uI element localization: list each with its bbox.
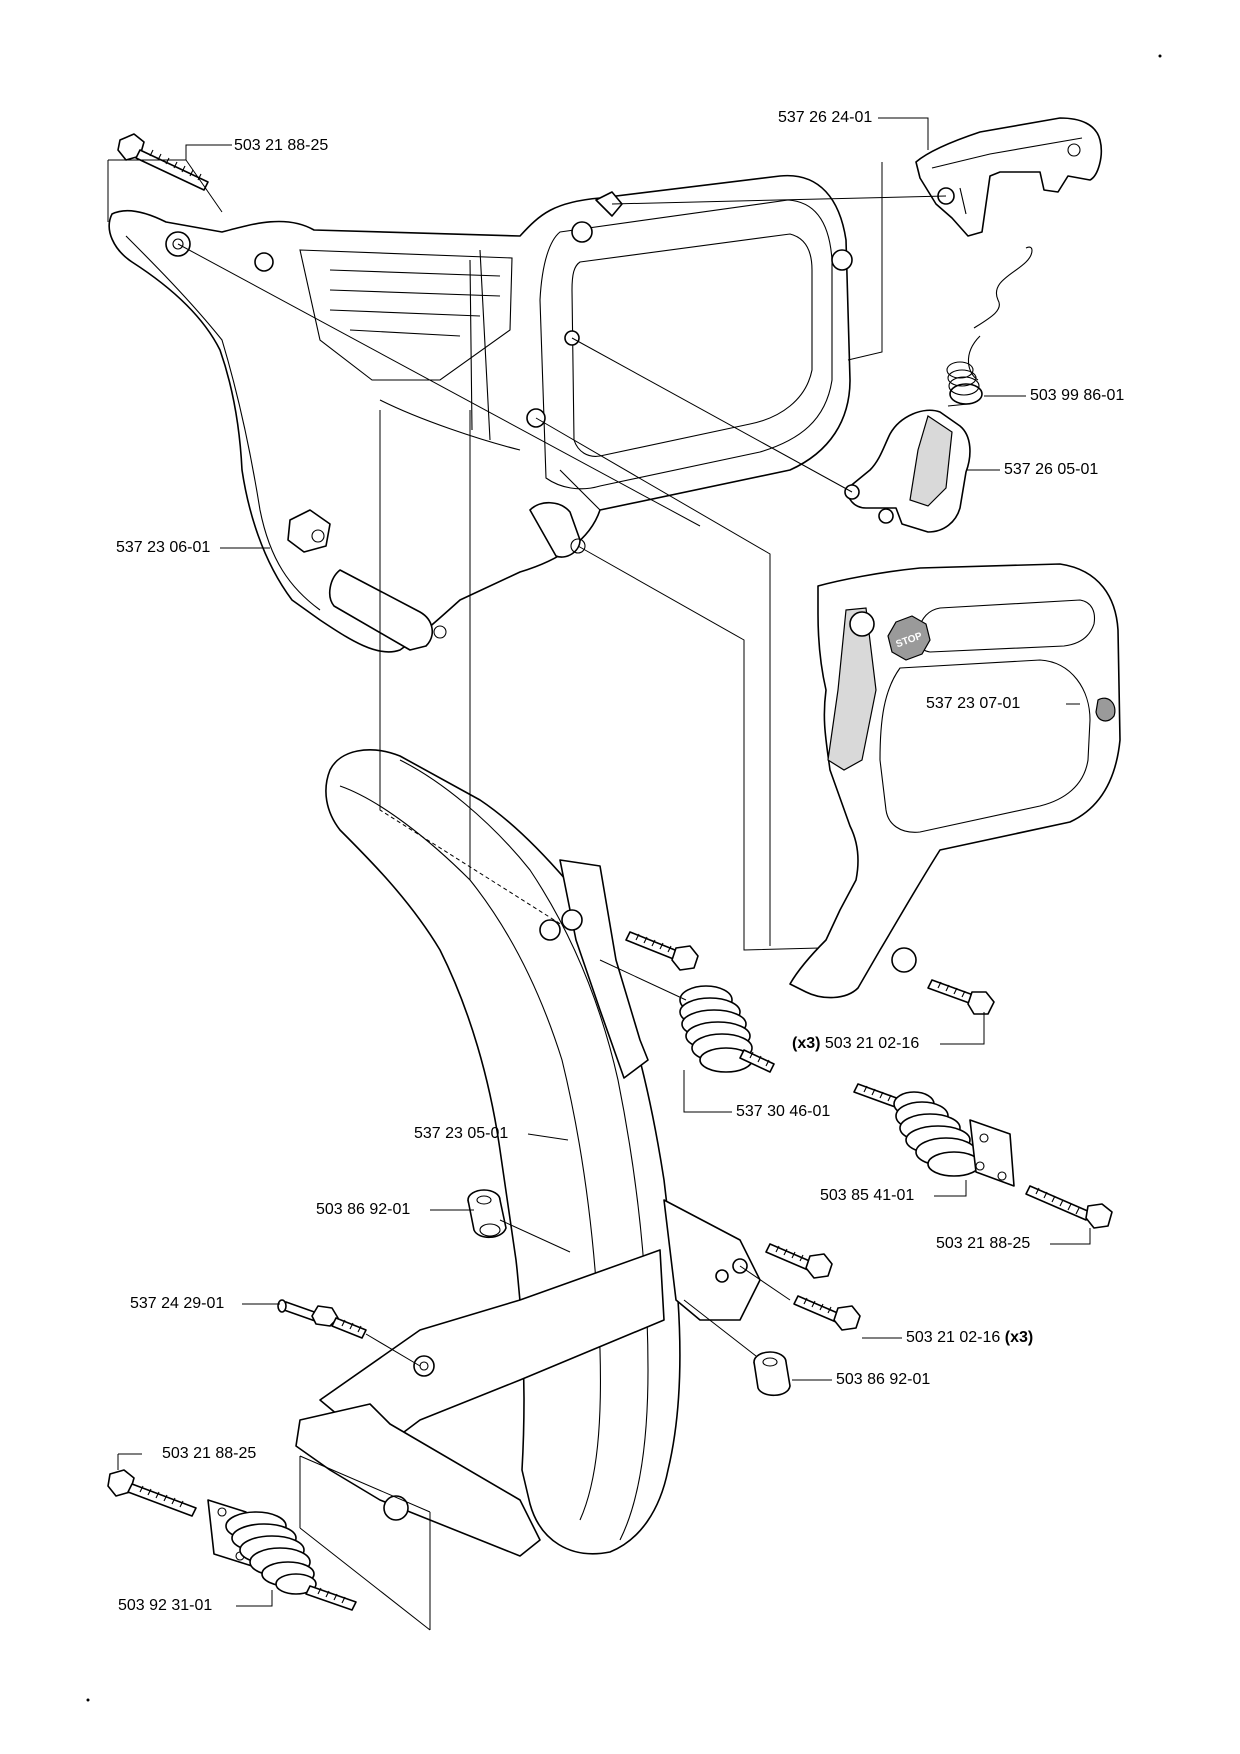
av-element-right[interactable] — [853, 1083, 1015, 1187]
bolt-top-left[interactable] — [117, 133, 209, 191]
label-bushing-lower: 503 86 92-01 — [836, 1371, 931, 1388]
label-bushing-upper: 503 86 92-01 — [316, 1201, 411, 1218]
screw-lower-a[interactable] — [765, 1243, 833, 1279]
alignment-bushing-lower — [683, 1299, 757, 1357]
av-element-bottom[interactable] — [207, 1499, 357, 1611]
alignment-line-1 — [611, 195, 947, 205]
stud-pin[interactable] — [277, 1299, 367, 1339]
stop-sign-icon: STOP — [887, 615, 931, 661]
alignment-stud-pin — [365, 1333, 421, 1367]
label-screw-lower-qty: (x3) — [1004, 1329, 1034, 1346]
leader-front-handle — [527, 1133, 569, 1141]
label-stop-button: 537 26 05-01 — [1004, 461, 1099, 478]
label-screw-cover: (x3) 503 21 02-16 — [792, 1035, 919, 1053]
left-handle-housing[interactable] — [108, 174, 853, 653]
alignment-line-4 — [535, 417, 771, 946]
label-right-handle-cover: 537 23 07-01 — [926, 695, 1021, 712]
leader-bolt-right — [1050, 1228, 1091, 1245]
label-lever-top: 537 26 24-01 — [778, 109, 873, 126]
av-spring-mid[interactable] — [679, 985, 775, 1073]
bolt-bottom-left[interactable] — [107, 1469, 197, 1517]
alignment-bushing-upper — [499, 1219, 571, 1253]
corner-dot-bottom — [86, 1698, 90, 1702]
leader-av-element-right — [934, 1180, 967, 1197]
alignment-line-2 — [571, 337, 853, 493]
leader-av-element-bottom — [236, 1590, 273, 1607]
leader-screw-cover — [940, 1012, 985, 1045]
alignment-line-5 — [577, 545, 821, 951]
screw-cover[interactable] — [927, 979, 995, 1015]
right-handle-cover[interactable] — [789, 563, 1121, 999]
label-screw-lower: 503 21 02-16 (x3) — [906, 1329, 1033, 1347]
bushing-upper[interactable] — [467, 1189, 507, 1239]
label-screw-cover-qty: (x3) — [792, 1035, 821, 1052]
bushing-lower[interactable] — [753, 1351, 791, 1397]
label-bolt-top-left: 503 21 88-25 — [234, 137, 329, 154]
alignment-line-3 — [847, 162, 883, 361]
label-av-element-bottom: 503 92 31-01 — [118, 1597, 213, 1614]
bracket-lower-left — [299, 1455, 431, 1631]
alignment-screw-lower — [739, 1265, 791, 1301]
label-spring-small: 503 99 86-01 — [1030, 387, 1125, 404]
alignment-av-mid — [599, 959, 687, 1001]
label-screw-cover-number: 503 21 02-16 — [824, 1035, 920, 1052]
label-bolt-bottom-left: 503 21 88-25 — [162, 1445, 257, 1462]
vertical-alignment-1 — [379, 410, 471, 880]
label-screw-lower-number: 503 21 02-16 — [906, 1329, 1001, 1346]
screw-lower-b[interactable] — [793, 1295, 861, 1331]
trigger-lever[interactable] — [915, 117, 1103, 237]
front-handle[interactable] — [295, 749, 761, 1557]
label-av-spring-mid: 537 30 46-01 — [736, 1103, 831, 1120]
bolt-right[interactable] — [1025, 1185, 1113, 1229]
wire-spring[interactable] — [946, 246, 1033, 407]
alignment-line-6 — [177, 243, 701, 527]
stop-button-part[interactable] — [844, 409, 971, 533]
label-av-element-right: 503 85 41-01 — [820, 1187, 915, 1204]
label-bolt-right: 503 21 88-25 — [936, 1235, 1031, 1252]
label-front-handle: 537 23 05-01 — [414, 1125, 509, 1142]
label-left-handle-housing: 537 23 06-01 — [116, 539, 211, 556]
leader-av-spring-mid — [683, 1070, 732, 1113]
corner-dot-top — [1158, 54, 1162, 58]
screw-front-handle[interactable] — [625, 931, 699, 971]
leader-bolt-bottom-left — [117, 1453, 142, 1470]
label-stud-pin: 537 24 29-01 — [130, 1295, 225, 1312]
leader-lever — [878, 117, 929, 150]
leader-bolt-top-left — [107, 144, 232, 222]
